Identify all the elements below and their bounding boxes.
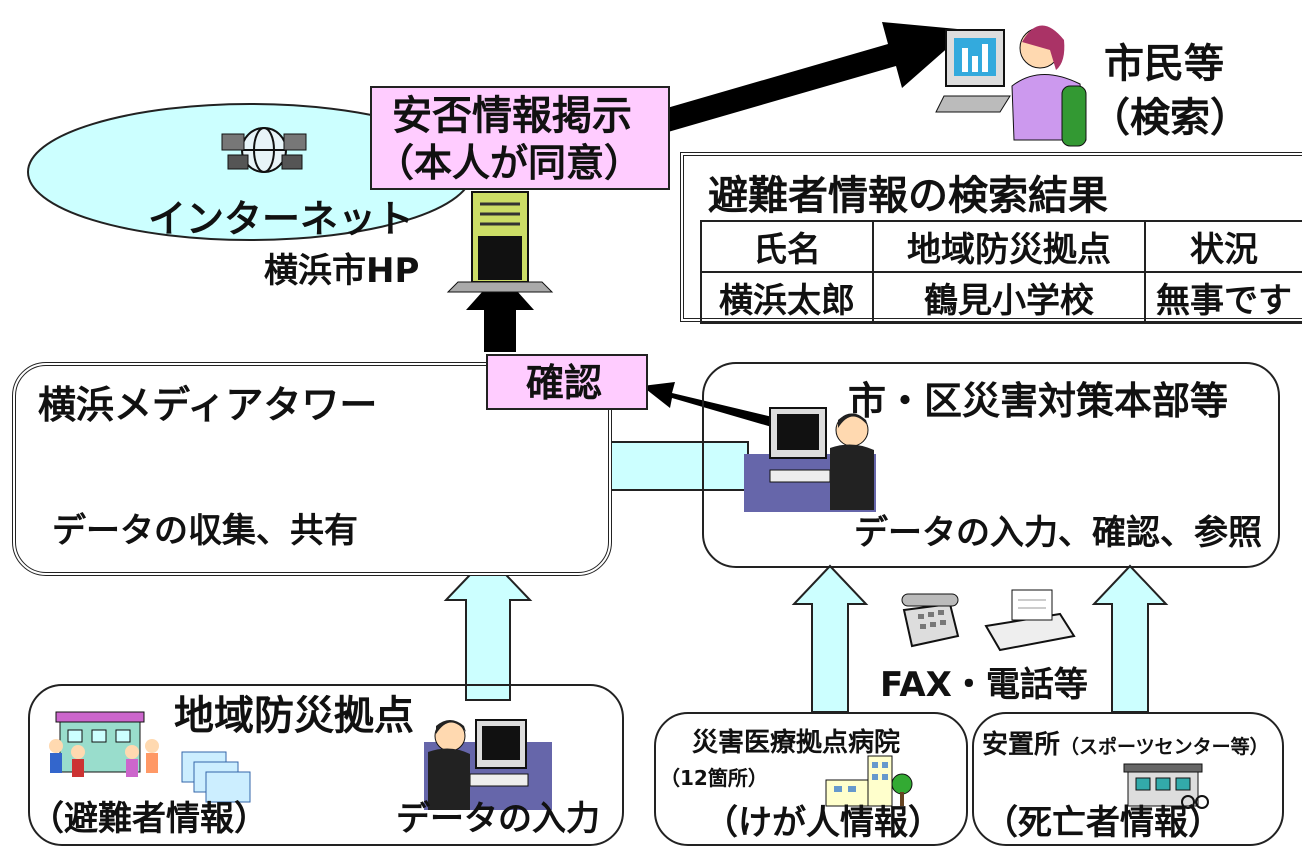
publish-arrow [660,22,968,132]
citizens-line2: （検索） [1090,95,1250,141]
telephone-icon [901,593,960,648]
search-results-title: 避難者情報の検索結果 [708,173,1108,219]
base-left-label: （避難者情報） [30,799,268,839]
confirm-arrow [642,382,785,430]
cell-status: 無事です [1144,271,1302,324]
hq-operator-icon [744,407,876,512]
hospital-box: 災害医療拠点病院 （12箇所） （けが人情報） [654,712,968,846]
publish-box: 安否情報掲示 （本人が同意） [370,86,670,190]
fax-label: FAX・電話等 [880,665,1088,705]
base-right-label: データの入力 [396,799,600,839]
morgue-up-arrow [1091,564,1169,713]
morgue-info: （死亡者情報） [984,803,1222,843]
morgue-title-main: 安置所 [982,730,1061,760]
base-title: 地域防災拠点 [174,693,414,739]
table-header-row: 氏名 地域防災拠点 状況 [700,220,1302,273]
publish-line1: 安否情報掲示 [392,93,632,139]
internet-label: インターネット [148,197,415,241]
hospital-up-arrow [791,564,869,713]
hospital-info: （けが人情報） [704,803,942,843]
hp-server-icon [446,191,554,293]
globe-icon [221,127,307,173]
hq-caption: データの入力、確認、参照 [854,513,1262,553]
search-results-table: 氏名 地域防災拠点 状況 横浜太郎 鶴見小学校 無事です [700,220,1302,324]
media-tower-caption: データの収集、共有 [52,511,358,551]
search-results-panel: 避難者情報の検索結果 氏名 地域防災拠点 状況 横浜太郎 鶴見小学校 無事です [680,152,1302,324]
citizen-computer-icon [935,25,1087,147]
hp-label: 横浜市HP [264,251,420,291]
base-up-arrow [443,554,533,701]
base-operator-icon [424,719,552,810]
header-name: 氏名 [700,220,874,273]
hq-title: 市・区災害対策本部等 [848,379,1229,423]
hospital-building-icon [825,755,913,807]
sports-center-icon [1123,763,1209,809]
documents-icon [181,751,251,803]
hq-box: 市・区災害対策本部等 データの入力、確認、参照 [702,362,1280,568]
header-base: 地域防災拠点 [872,220,1146,273]
media-tower-title: 横浜メディアタワー [38,383,378,427]
morgue-box: 安置所（スポーツセンター等） （死亡者情報） [972,712,1284,846]
citizens-line1: 市民等 [1104,41,1224,87]
cell-base: 鶴見小学校 [872,271,1146,324]
hospital-count: （12箇所） [660,766,768,790]
publish-line2: （本人が同意） [376,141,643,185]
hospital-title: 災害医療拠点病院 [692,728,901,758]
fax-icon [984,589,1076,652]
table-row: 横浜太郎 鶴見小学校 無事です [700,271,1302,324]
school-icon [49,711,159,777]
confirm-box: 確認 [486,354,648,410]
cell-name: 横浜太郎 [700,271,874,324]
morgue-title: 安置所（スポーツセンター等） [982,732,1269,758]
confirm-label: 確認 [526,361,603,405]
morgue-title-sub: （スポーツセンター等） [1060,736,1269,758]
header-status: 状況 [1144,220,1302,273]
base-box: 地域防災拠点 （避難者情報） データの入力 [28,684,624,846]
